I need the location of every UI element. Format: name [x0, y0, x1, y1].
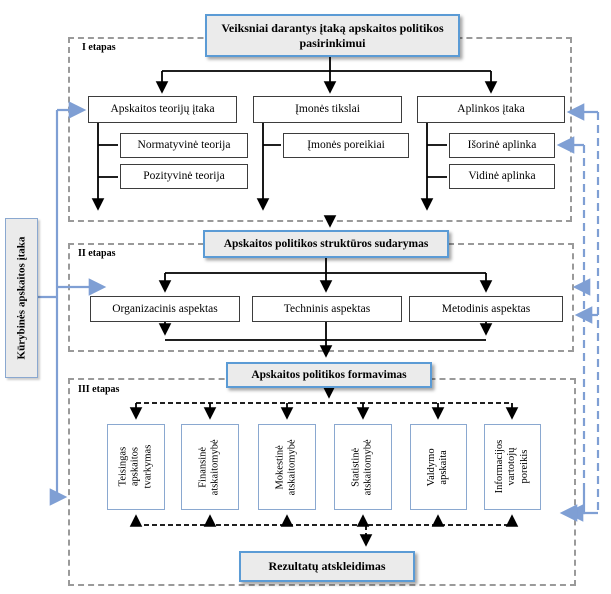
tax-reporting-label: Mokestinė atskaitomybė [274, 439, 298, 495]
statistical-reporting-label: Statistinė atskaitomybė [350, 439, 374, 495]
company-needs-box: Įmonės poreikiai [283, 133, 409, 158]
correct-accounting-management-box: Teisingas apskaitos tvarkymas [107, 424, 165, 510]
company-goals-box: Įmonės tikslai [253, 96, 402, 123]
creative-accounting-influence-label: Kūrybinės apskaitos įtaka [15, 236, 28, 360]
stage-3-label: III etapas [78, 384, 120, 395]
technical-aspect-box: Techninis aspektas [252, 296, 402, 322]
financial-reporting-box: Finansinė atskaitomybė [181, 424, 239, 510]
management-accounting-box: Valdymo apskaita [410, 424, 467, 510]
stage-1-label: I etapas [82, 42, 116, 53]
positive-theory-box: Pozityvinė teorija [120, 164, 248, 189]
external-environment-box: Išorinė aplinka [449, 133, 555, 158]
organizational-aspect-box: Organizacinis aspektas [90, 296, 240, 322]
information-users-needs-box: Informacijos vartotojų poreikis [484, 424, 541, 510]
results-disclosure-box: Rezultatų atskleidimas [239, 551, 415, 582]
accounting-theories-influence-box: Apskaitos teorijų įtaka [88, 96, 237, 123]
tax-reporting-box: Mokestinė atskaitomybė [258, 424, 316, 510]
stage-2-label: II etapas [78, 248, 116, 259]
normative-theory-box: Normatyvinė teorija [120, 133, 248, 158]
internal-environment-box: Vidinė aplinka [449, 164, 555, 189]
management-accounting-label: Valdymo apskaita [426, 448, 450, 486]
statistical-reporting-box: Statistinė atskaitomybė [334, 424, 392, 510]
financial-reporting-label: Finansinė atskaitomybė [197, 439, 221, 495]
methodical-aspect-box: Metodinis aspektas [409, 296, 563, 322]
stage-3-title-box: Apskaitos politikos formavimas [226, 362, 432, 388]
environment-influence-box: Aplinkos įtaka [417, 96, 565, 123]
stage-2-title-box: Apskaitos politikos struktūros sudarymas [203, 230, 449, 258]
creative-accounting-influence-box: Kūrybinės apskaitos įtaka [5, 218, 38, 378]
top-factors-box: Veiksniai darantys įtaką apskaitos polit… [205, 14, 460, 57]
correct-accounting-management-label: Teisingas apskaitos tvarkymas [117, 445, 154, 489]
information-users-needs-label: Informacijos vartotojų poreikis [493, 440, 530, 494]
